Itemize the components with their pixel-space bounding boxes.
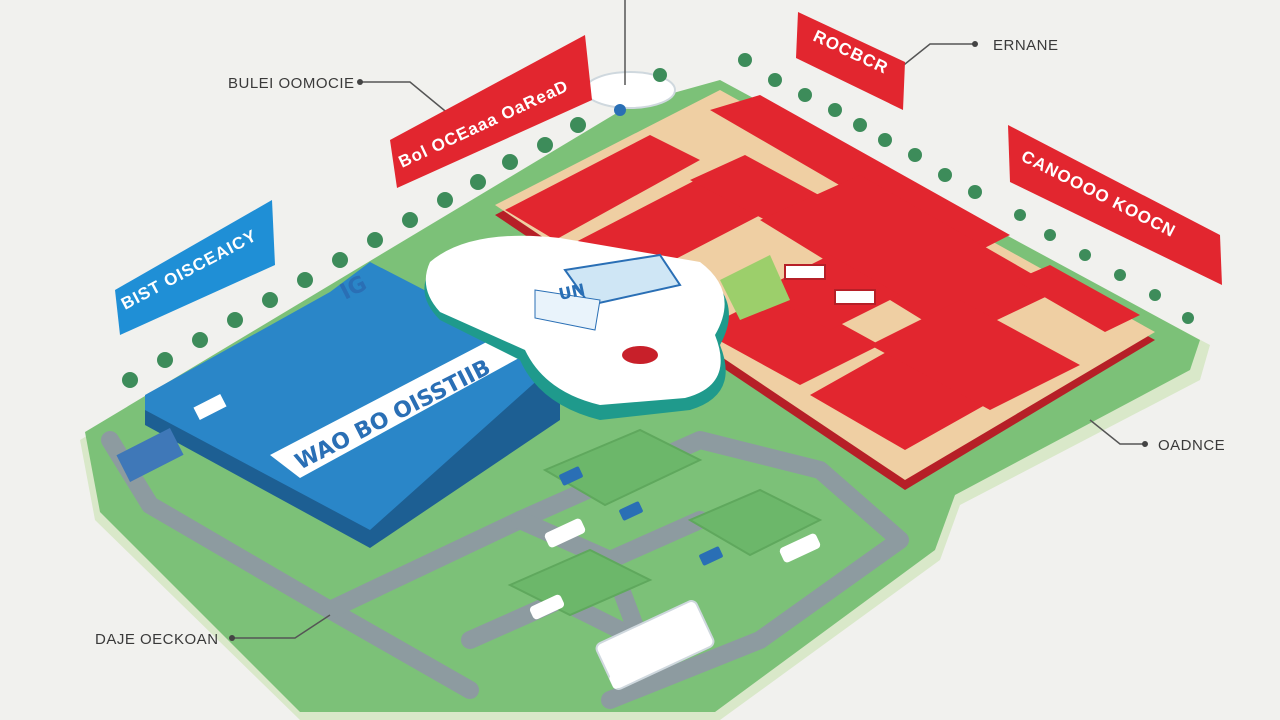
flag-red-top: ROCBCR — [796, 12, 905, 110]
trees — [122, 53, 1194, 388]
red-complex — [495, 90, 1155, 490]
flag-blue: BIST OISCEAICY — [115, 200, 275, 335]
blue-building: WAO BO OISSTIIB IG — [116, 262, 560, 548]
label-bottom-left: DAJE OECKOAN — [95, 631, 219, 648]
label-top-right: ERNANE — [993, 37, 1059, 54]
label-right: OADNCE — [1158, 437, 1225, 454]
vehicles — [529, 466, 821, 690]
leader-lines — [232, 0, 1145, 639]
white-building: UN — [424, 235, 729, 420]
label-top-left: BULEI OOMOCIE — [228, 75, 355, 92]
leader-dots — [229, 41, 1148, 641]
entrance-kiosk — [584, 71, 676, 116]
